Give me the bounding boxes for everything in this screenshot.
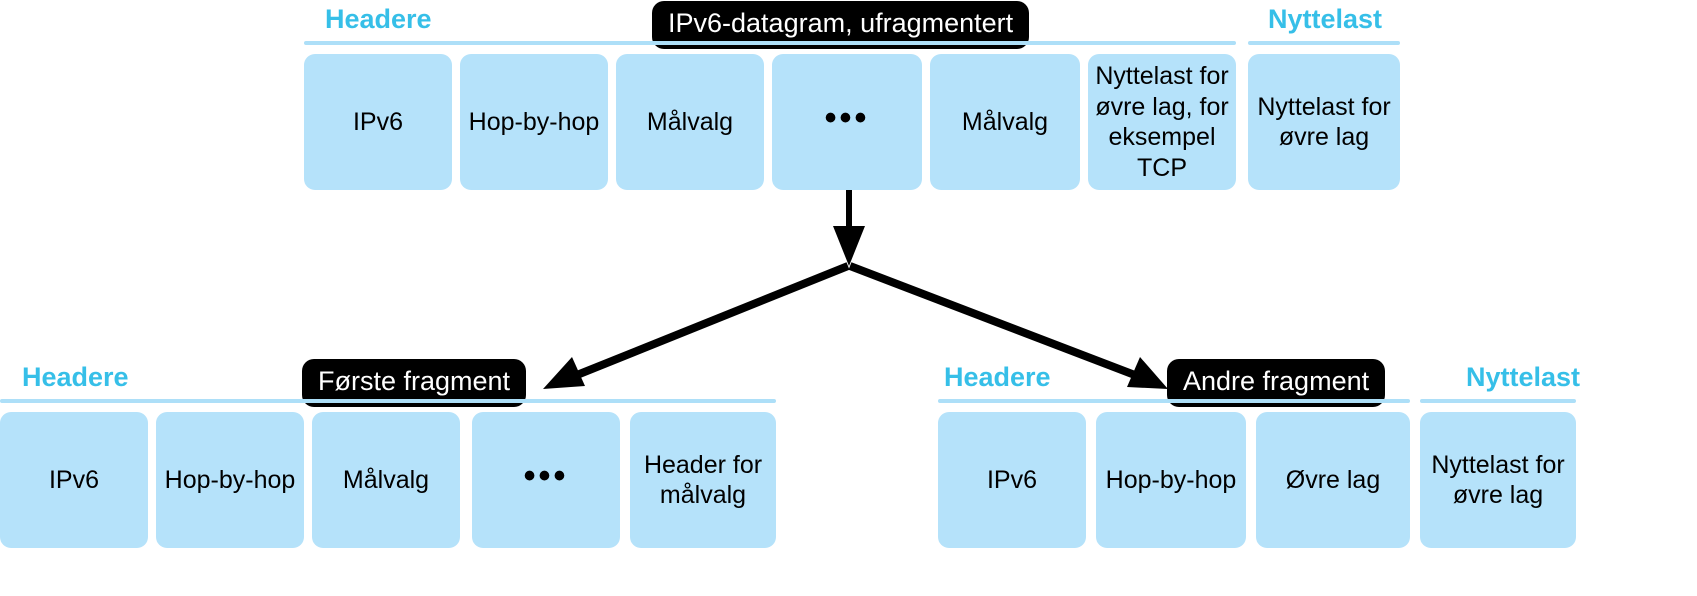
top-box-malvalg-1: Målvalg [616, 54, 764, 190]
second-fragment-box-upper-layer-payload: Nyttelast for øvre lag [1420, 412, 1576, 548]
top-payload-label: Nyttelast [1268, 4, 1383, 34]
second-fragment-payload-rule [1420, 399, 1576, 403]
first-fragment-box-hop-by-hop: Hop-by-hop [156, 412, 304, 548]
arrow-head-left-icon [543, 357, 585, 389]
first-fragment-rule [0, 399, 776, 403]
first-fragment-box-ipv6: IPv6 [0, 412, 148, 548]
top-box-ipv6: IPv6 [304, 54, 452, 190]
top-box-malvalg-2: Målvalg [930, 54, 1080, 190]
first-fragment-box-ellipsis: ••• [472, 412, 620, 548]
second-fragment-box-ovre-lag: Øvre lag [1256, 412, 1410, 548]
second-fragment-box-ipv6: IPv6 [938, 412, 1086, 548]
top-headers-label: Headere [325, 4, 432, 34]
arrow-shaft-right [848, 262, 1142, 381]
arrow-head-down-icon [833, 226, 865, 266]
top-box-upper-layer-payload: Nyttelast for øvre lag [1248, 54, 1400, 190]
top-box-upper-layer-payload-tcp: Nyttelast for øvre lag, for eksempel TCP [1088, 54, 1236, 190]
first-fragment-box-header-for-malvalg: Header for målvalg [630, 412, 776, 548]
arrow-shaft-left [570, 262, 850, 381]
arrow-head-right-icon [1127, 357, 1168, 389]
top-box-hop-by-hop: Hop-by-hop [460, 54, 608, 190]
top-payload-rule [1248, 41, 1400, 45]
second-fragment-payload-label: Nyttelast [1466, 362, 1581, 392]
second-fragment-headers-rule [938, 399, 1410, 403]
second-fragment-headers-label: Headere [944, 362, 1051, 392]
top-box-ellipsis: ••• [772, 54, 922, 190]
first-fragment-box-malvalg: Målvalg [312, 412, 460, 548]
second-fragment-box-hop-by-hop: Hop-by-hop [1096, 412, 1246, 548]
top-headers-rule [304, 41, 1236, 45]
first-fragment-headers-label: Headere [22, 362, 129, 392]
